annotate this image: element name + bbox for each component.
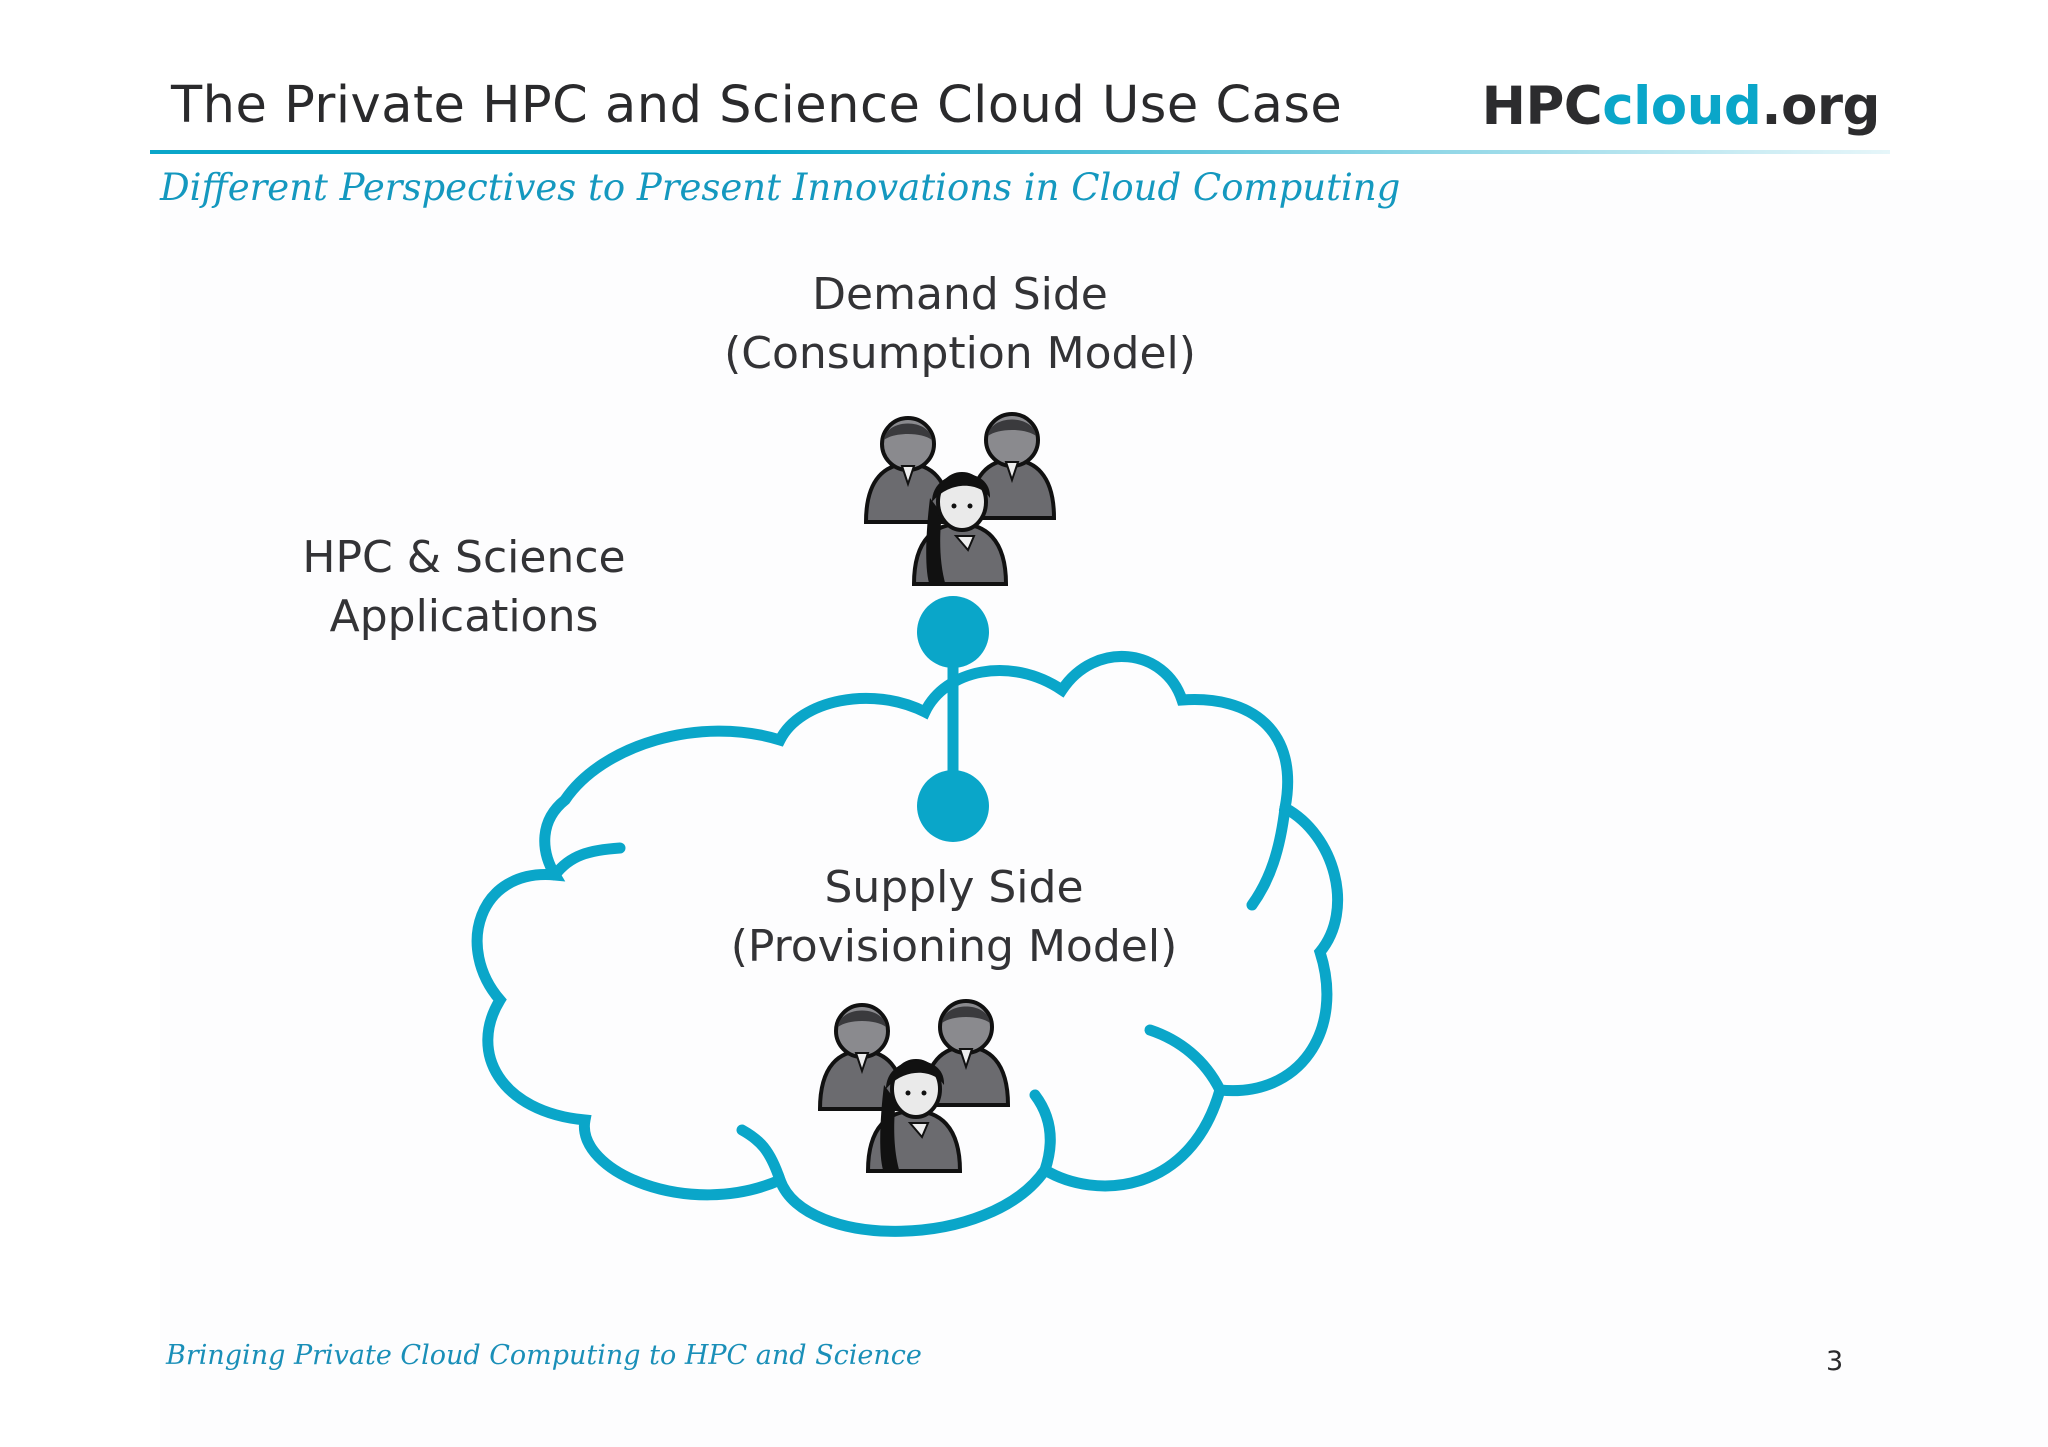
connector-bottom-node bbox=[917, 770, 989, 842]
supply-side-subtitle: (Provisioning Model) bbox=[730, 921, 1178, 972]
site-logo: HPCcloud.org bbox=[1481, 76, 1881, 137]
supply-side-label: Supply Side (Provisioning Model) bbox=[660, 858, 1248, 976]
demand-side-label: Demand Side (Consumption Model) bbox=[660, 265, 1260, 383]
cloud-icon bbox=[471, 651, 1344, 1237]
applications-line1: HPC & Science bbox=[302, 532, 626, 583]
applications-line2: Applications bbox=[329, 591, 599, 642]
logo-part-org: .org bbox=[1761, 76, 1880, 137]
page-title: The Private HPC and Science Cloud Use Ca… bbox=[171, 76, 1343, 135]
demand-side-subtitle: (Consumption Model) bbox=[724, 328, 1196, 379]
applications-label: HPC & Science Applications bbox=[224, 528, 704, 646]
logo-part-cloud: cloud bbox=[1602, 76, 1762, 137]
logo-part-hpc: HPC bbox=[1481, 76, 1603, 137]
connector bbox=[917, 596, 989, 842]
supply-side-title: Supply Side bbox=[824, 862, 1084, 913]
demand-side-title: Demand Side bbox=[812, 269, 1108, 320]
supply-users-icon bbox=[820, 1001, 1008, 1173]
header-divider bbox=[150, 150, 1890, 154]
page-number: 3 bbox=[1826, 1346, 1844, 1377]
connector-top-node bbox=[917, 596, 989, 668]
content-area bbox=[160, 180, 2048, 1447]
subtitle: Different Perspectives to Present Innova… bbox=[160, 166, 1401, 209]
footer-tagline: Bringing Private Cloud Computing to HPC … bbox=[166, 1340, 922, 1371]
demand-users-icon bbox=[866, 414, 1054, 586]
